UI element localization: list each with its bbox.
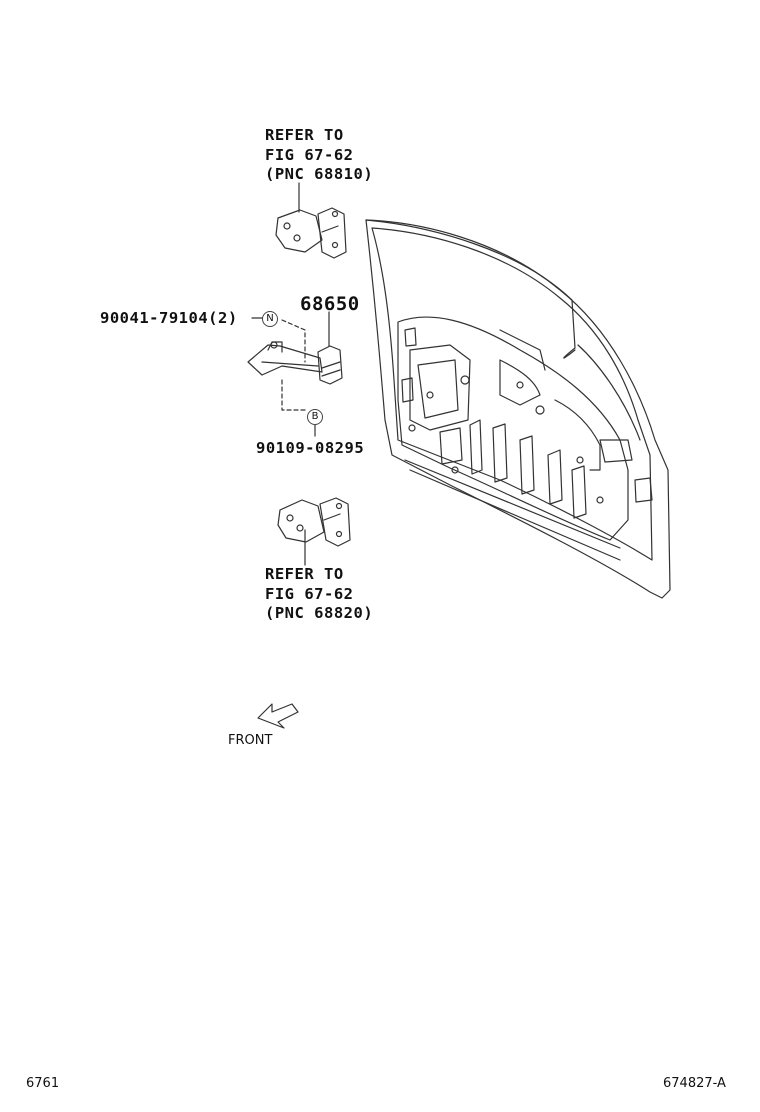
upper-hinge [275, 182, 347, 259]
bolt-marker: N [262, 311, 278, 327]
lower-ref-line2: FIG 67-62 [265, 584, 354, 603]
footer-left-code: 6761 [26, 1076, 60, 1091]
upper-hinge-reference: REFER TO FIG 67-62 (PNC 68810) [265, 126, 373, 185]
front-label: FRONT [228, 733, 273, 748]
lower-hinge-reference: REFER TO FIG 67-62 (PNC 68820) [265, 565, 373, 624]
upper-ref-line1: REFER TO [265, 126, 344, 144]
upper-ref-line2: FIG 67-62 [265, 145, 354, 164]
back-door-panel [365, 219, 671, 599]
part-number-68650: 68650 [300, 293, 360, 315]
door-stay-assembly [247, 311, 343, 437]
screw-marker: B [307, 409, 323, 425]
upper-ref-line3: (PNC 68810) [265, 165, 374, 183]
footer-right-code: 674827-A [663, 1076, 726, 1091]
part-number-screw: 90109-08295 [256, 439, 365, 457]
part-number-bolt: 90041-79104(2) [100, 309, 238, 327]
lower-ref-line3: (PNC 68820) [265, 604, 374, 622]
lower-hinge [277, 497, 351, 566]
lower-ref-line1: REFER TO [265, 565, 344, 583]
front-direction-arrow [257, 703, 299, 729]
